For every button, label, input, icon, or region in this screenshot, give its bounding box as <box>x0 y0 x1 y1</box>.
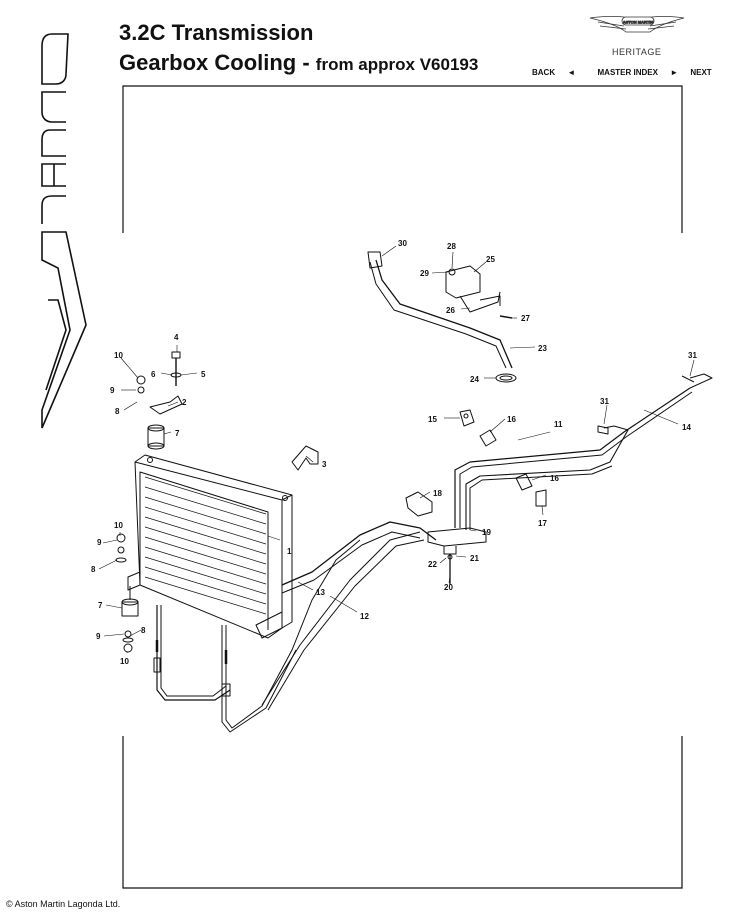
callout-labels: 1 2 3 4 5 6 7 8 9 10 11 12 13 14 15 16 1… <box>91 239 697 666</box>
callout-19: 19 <box>482 528 491 537</box>
callout-1: 1 <box>287 547 292 556</box>
callout-14: 14 <box>682 423 691 432</box>
callout-23: 23 <box>538 344 547 353</box>
callout-2: 2 <box>182 398 187 407</box>
callout-9-low: 9 <box>96 632 101 641</box>
callout-24: 24 <box>470 375 479 384</box>
back-link[interactable]: BACK ◄ <box>532 68 585 77</box>
callout-7: 7 <box>175 429 180 438</box>
callout-21: 21 <box>470 554 479 563</box>
callout-29: 29 <box>420 269 429 278</box>
callout-31b: 31 <box>600 397 609 406</box>
virage-logo <box>41 33 87 429</box>
callout-26: 26 <box>446 306 455 315</box>
master-index-link[interactable]: MASTER INDEX <box>597 68 658 77</box>
callout-13: 13 <box>316 588 325 597</box>
navigation-bar: BACK ◄ MASTER INDEX ► NEXT <box>532 68 732 77</box>
callout-10: 10 <box>114 351 123 360</box>
subtitle-range: from approx V60193 <box>315 55 479 74</box>
callout-31: 31 <box>688 351 697 360</box>
leader-lines <box>98 245 695 653</box>
next-label: NEXT <box>690 68 712 77</box>
callout-7-low: 7 <box>98 601 103 610</box>
back-arrow-icon: ◄ <box>567 68 576 77</box>
callout-8-low: 8 <box>141 626 146 635</box>
oil-cooler <box>127 454 293 639</box>
subtitle-main: Gearbox Cooling - <box>119 50 316 75</box>
callout-30: 30 <box>398 239 407 248</box>
callout-6: 6 <box>151 370 156 379</box>
heritage-label: HERITAGE <box>612 47 662 57</box>
callout-20: 20 <box>444 583 453 592</box>
page-title: 3.2C Transmission <box>119 20 314 45</box>
svg-text:ASTON MARTIN: ASTON MARTIN <box>623 20 654 25</box>
callout-17: 17 <box>538 519 547 528</box>
callout-27: 27 <box>521 314 530 323</box>
callout-8-mid: 8 <box>91 565 96 574</box>
callout-28: 28 <box>447 242 456 251</box>
callout-16: 16 <box>507 415 516 424</box>
callout-15: 15 <box>428 415 437 424</box>
callout-4: 4 <box>174 333 179 342</box>
callout-3: 3 <box>322 460 327 469</box>
callout-18: 18 <box>433 489 442 498</box>
callout-12: 12 <box>360 612 369 621</box>
next-arrow-icon: ► <box>670 68 679 77</box>
page-subtitle: Gearbox Cooling - from approx V60193 <box>119 50 478 76</box>
next-link[interactable]: ► NEXT <box>670 68 722 77</box>
back-label: BACK <box>532 68 556 77</box>
callout-5: 5 <box>201 370 206 379</box>
gearbox-cooling-drawing <box>115 251 713 733</box>
callout-10-low: 10 <box>120 657 129 666</box>
callout-8: 8 <box>115 407 120 416</box>
page-border <box>122 85 683 889</box>
callout-25: 25 <box>486 255 495 264</box>
callout-22: 22 <box>428 560 437 569</box>
callout-9: 9 <box>110 386 115 395</box>
copyright-footer: © Aston Martin Lagonda Ltd. <box>6 899 121 909</box>
callout-9-mid: 9 <box>97 538 102 547</box>
callout-11: 11 <box>554 420 563 429</box>
callout-10-mid: 10 <box>114 521 123 530</box>
callout-16b: 16 <box>550 474 559 483</box>
aston-martin-wings-logo: ASTON MARTIN <box>589 16 685 33</box>
